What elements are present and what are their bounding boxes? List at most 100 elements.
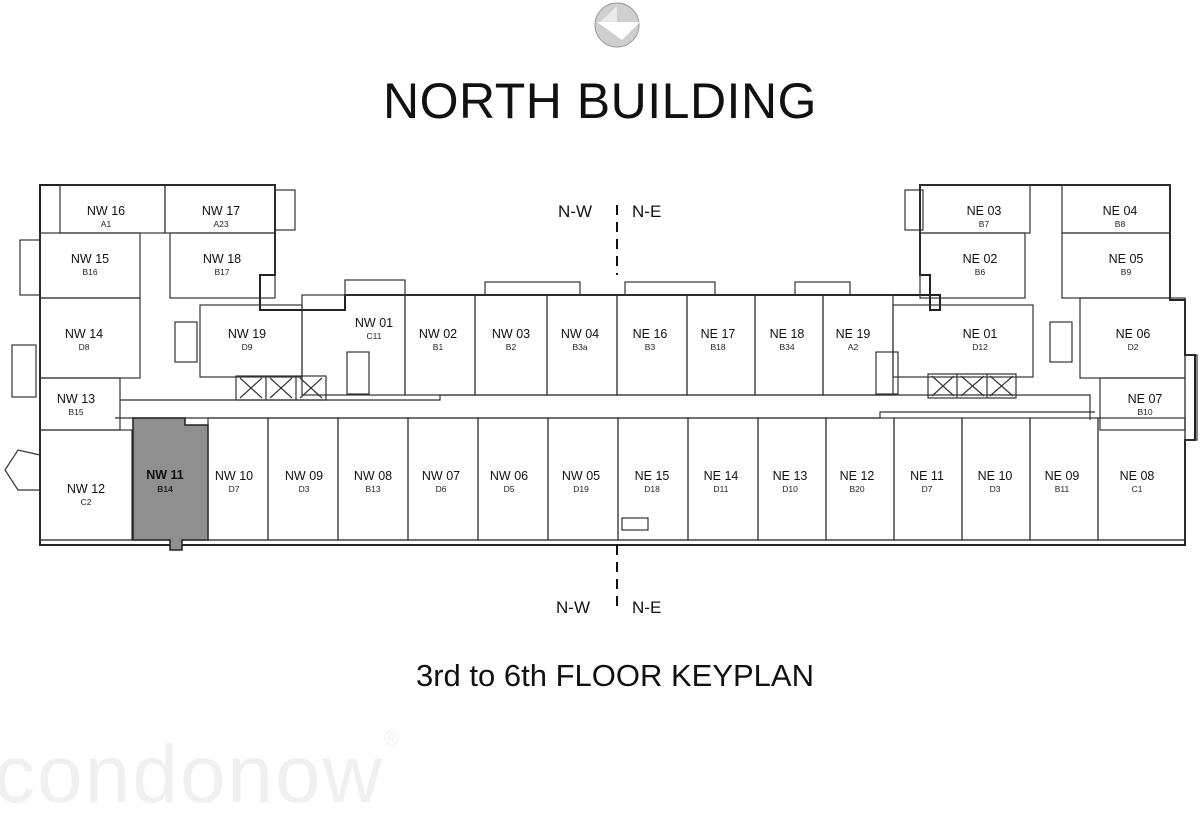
unit-type: B7 xyxy=(979,219,990,229)
unit-code: NE 05 xyxy=(1109,252,1144,266)
unit-code: NE 06 xyxy=(1116,327,1151,341)
unit-code: NE 10 xyxy=(978,469,1013,483)
unit-type: B17 xyxy=(214,267,229,277)
unit-code: NW 13 xyxy=(57,392,95,406)
unit-code: NE 11 xyxy=(910,469,944,483)
unit-code: NW 06 xyxy=(490,469,528,483)
unit-type: D7 xyxy=(229,484,240,494)
page-title: NORTH BUILDING xyxy=(383,73,817,129)
unit-code: NW 01 xyxy=(355,316,393,330)
unit-code: NW 12 xyxy=(67,482,105,496)
unit-type: D2 xyxy=(1128,342,1139,352)
unit-type: A2 xyxy=(848,342,859,352)
unit-type: B2 xyxy=(506,342,517,352)
unit-type: C2 xyxy=(81,497,92,507)
unit-type: B10 xyxy=(1137,407,1152,417)
unit-type: C1 xyxy=(1132,484,1143,494)
registered-mark: ® xyxy=(383,728,401,750)
unit-outlines xyxy=(39,184,1186,551)
unit-type: D5 xyxy=(504,484,515,494)
unit-code: NE 08 xyxy=(1120,469,1155,483)
unit-type: B16 xyxy=(82,267,97,277)
unit-code: NW 16 xyxy=(87,204,125,218)
unit-type: D8 xyxy=(79,342,90,352)
unit-code: NW 19 xyxy=(228,327,266,341)
unit-type: D12 xyxy=(972,342,988,352)
watermark-text: condonow xyxy=(0,729,384,820)
unit-type: B3 xyxy=(645,342,656,352)
unit-code: NE 18 xyxy=(770,327,805,341)
unit-type: B11 xyxy=(1055,484,1070,494)
unit-code: NW 18 xyxy=(203,252,241,266)
unit-code: NW 15 xyxy=(71,252,109,266)
unit-code: NW 11 xyxy=(146,468,184,482)
elevator-bank-east xyxy=(927,373,1017,399)
unit-code: NW 17 xyxy=(202,204,240,218)
watermark-logo: condonow® xyxy=(0,728,401,822)
unit-code: NE 02 xyxy=(963,252,998,266)
unit-type: D3 xyxy=(990,484,1001,494)
unit-code: NW 04 xyxy=(561,327,599,341)
unit-code: NE 01 xyxy=(963,327,998,341)
unit-type: A1 xyxy=(101,219,112,229)
unit-code: NE 15 xyxy=(635,469,670,483)
stairwell-icons xyxy=(174,321,1073,395)
unit-code: NE 12 xyxy=(840,469,875,483)
divider-label-bottom-left: N-W xyxy=(556,598,590,617)
floor-plan: N-W N-E N-W N-E xyxy=(4,2,1198,617)
unit-type: D11 xyxy=(714,484,729,494)
unit-type: B20 xyxy=(849,484,864,494)
unit-code: NE 07 xyxy=(1128,392,1163,406)
unit-type: B34 xyxy=(779,342,794,352)
unit-type: B8 xyxy=(1115,219,1126,229)
unit-code: NW 08 xyxy=(354,469,392,483)
unit-code: NE 14 xyxy=(704,469,739,483)
unit-type: B15 xyxy=(68,407,83,417)
unit-type: A23 xyxy=(213,219,228,229)
unit-code: NW 07 xyxy=(422,469,460,483)
unit-type: D7 xyxy=(922,484,933,494)
unit-code: NW 05 xyxy=(562,469,600,483)
corridor xyxy=(115,394,1095,420)
unit-code: NW 10 xyxy=(215,469,253,483)
